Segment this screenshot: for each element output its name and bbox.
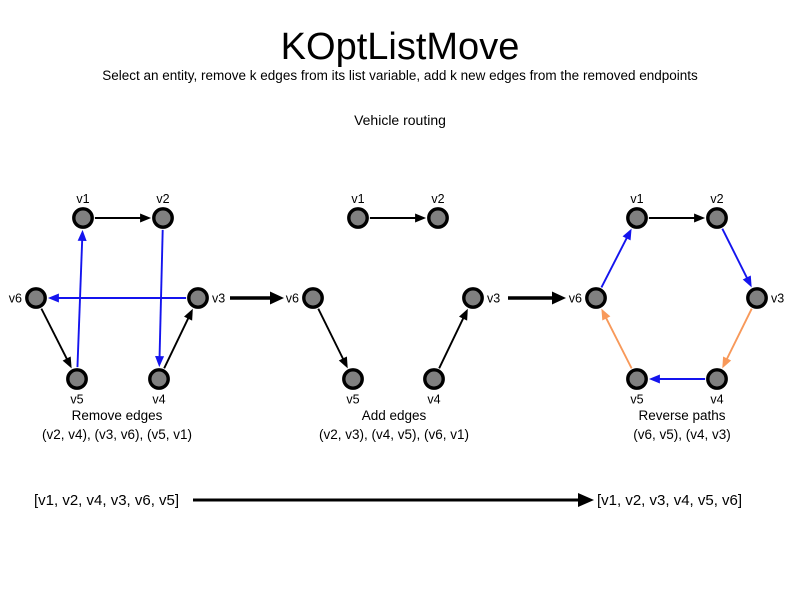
edge-reverse-paths-v1-v2-arrowhead (694, 213, 706, 223)
caption-detail: (v2, v3), (v4, v5), (v6, v1) (318, 427, 470, 442)
node-label-remove-edges-v3: v3 (212, 292, 225, 306)
node-label-remove-edges-v4: v4 (152, 393, 165, 407)
caption-title: Add edges (361, 408, 427, 423)
edge-remove-edges-v5-v1-line (76, 238, 84, 368)
edge-remove-edges-v5-v1-arrowhead (77, 229, 87, 242)
node-label-reverse-paths-v3: v3 (771, 292, 784, 306)
edge-reverse-paths-v5-v6-arrowhead (601, 308, 611, 321)
caption-remove-edges: Remove edges (v2, v4), (v3, v6), (v5, v1… (0, 406, 267, 444)
transition-arrow-add-to-reverse-arrowhead (552, 291, 566, 305)
node-remove-edges-v4 (148, 368, 170, 390)
edge-reverse-paths-v3-v4-arrowhead (722, 356, 732, 369)
node-remove-edges-v2 (152, 207, 174, 229)
node-remove-edges-v6 (25, 287, 47, 309)
node-label-reverse-paths-v5: v5 (630, 393, 643, 407)
result-arrow-arrowhead (578, 493, 594, 507)
node-add-edges-v4 (423, 368, 445, 390)
list-after: [v1, v2, v3, v4, v5, v6] (597, 492, 743, 509)
edge-reverse-paths-v3-v4-line (725, 308, 753, 361)
edge-remove-edges-v6-v5-line (40, 308, 69, 361)
edge-reverse-paths-v2-v3-arrowhead (742, 275, 752, 288)
edge-remove-edges-v2-v4-arrowhead (155, 355, 165, 368)
node-label-remove-edges-v2: v2 (156, 192, 169, 206)
edge-reverse-paths-v5-v6-line (604, 316, 633, 369)
edge-remove-edges-v4-v3-arrowhead (184, 308, 193, 321)
edge-remove-edges-v6-v5-arrowhead (62, 356, 72, 369)
edge-reverse-paths-v4-v5-arrowhead (648, 374, 660, 384)
node-remove-edges-v5 (66, 368, 88, 390)
edge-reverse-paths-v6-v1-arrowhead (622, 228, 632, 241)
caption-reverse-paths: Reverse paths (v6, v5), (v4, v3) (532, 406, 800, 444)
edge-reverse-paths-v2-v3-line (721, 228, 749, 280)
node-label-add-edges-v5: v5 (346, 393, 359, 407)
node-label-remove-edges-v5: v5 (70, 393, 83, 407)
node-label-remove-edges-v1: v1 (76, 192, 89, 206)
node-label-remove-edges-v6: v6 (9, 292, 22, 306)
node-label-add-edges-v6: v6 (286, 292, 299, 306)
node-reverse-paths-v4 (706, 368, 728, 390)
caption-detail: (v2, v4), (v3, v6), (v5, v1) (41, 427, 193, 442)
node-add-edges-v3 (462, 287, 484, 309)
node-label-reverse-paths-v2: v2 (710, 192, 723, 206)
node-label-reverse-paths-v6: v6 (569, 292, 582, 306)
edge-add-edges-v6-v5-arrowhead (338, 356, 348, 369)
edge-remove-edges-v1-v2-arrowhead (140, 213, 152, 223)
node-reverse-paths-v6 (585, 287, 607, 309)
edge-add-edges-v6-v5-line (317, 308, 345, 361)
node-reverse-paths-v5 (626, 368, 648, 390)
caption-title: Remove edges (71, 408, 163, 423)
caption-detail: (v6, v5), (v4, v3) (633, 427, 731, 442)
edge-reverse-paths-v6-v1-line (600, 236, 629, 288)
edge-remove-edges-v3-v6-arrowhead (47, 293, 59, 303)
node-label-add-edges-v4: v4 (427, 393, 440, 407)
node-label-reverse-paths-v1: v1 (630, 192, 643, 206)
node-reverse-paths-v1 (626, 207, 648, 229)
node-label-add-edges-v1: v1 (351, 192, 364, 206)
node-add-edges-v1 (347, 207, 369, 229)
node-label-add-edges-v3: v3 (487, 292, 500, 306)
edge-add-edges-v4-v3-arrowhead (459, 308, 468, 321)
node-add-edges-v6 (302, 287, 324, 309)
page-subtitle: Select an entity, remove k edges from it… (102, 68, 698, 83)
caption-add-edges: Add edges (v2, v3), (v4, v5), (v6, v1) (244, 406, 544, 444)
node-add-edges-v5 (342, 368, 364, 390)
node-label-add-edges-v2: v2 (431, 192, 444, 206)
node-remove-edges-v1 (72, 207, 94, 229)
transition-arrow-remove-to-add-arrowhead (270, 291, 284, 305)
node-add-edges-v2 (427, 207, 449, 229)
edge-remove-edges-v4-v3-line (163, 316, 190, 369)
list-before: [v1, v2, v4, v3, v6, v5] (34, 492, 180, 509)
node-reverse-paths-v3 (746, 287, 768, 309)
caption-title: Reverse paths (638, 408, 726, 423)
node-reverse-paths-v2 (706, 207, 728, 229)
node-label-reverse-paths-v4: v4 (710, 393, 723, 407)
edge-remove-edges-v2-v4-line (158, 229, 164, 359)
page-title: KOptListMove (280, 26, 520, 68)
node-remove-edges-v3 (187, 287, 209, 309)
edge-add-edges-v4-v3-line (438, 316, 465, 369)
edge-add-edges-v1-v2-arrowhead (415, 213, 427, 223)
context-label: Vehicle routing (354, 112, 446, 128)
